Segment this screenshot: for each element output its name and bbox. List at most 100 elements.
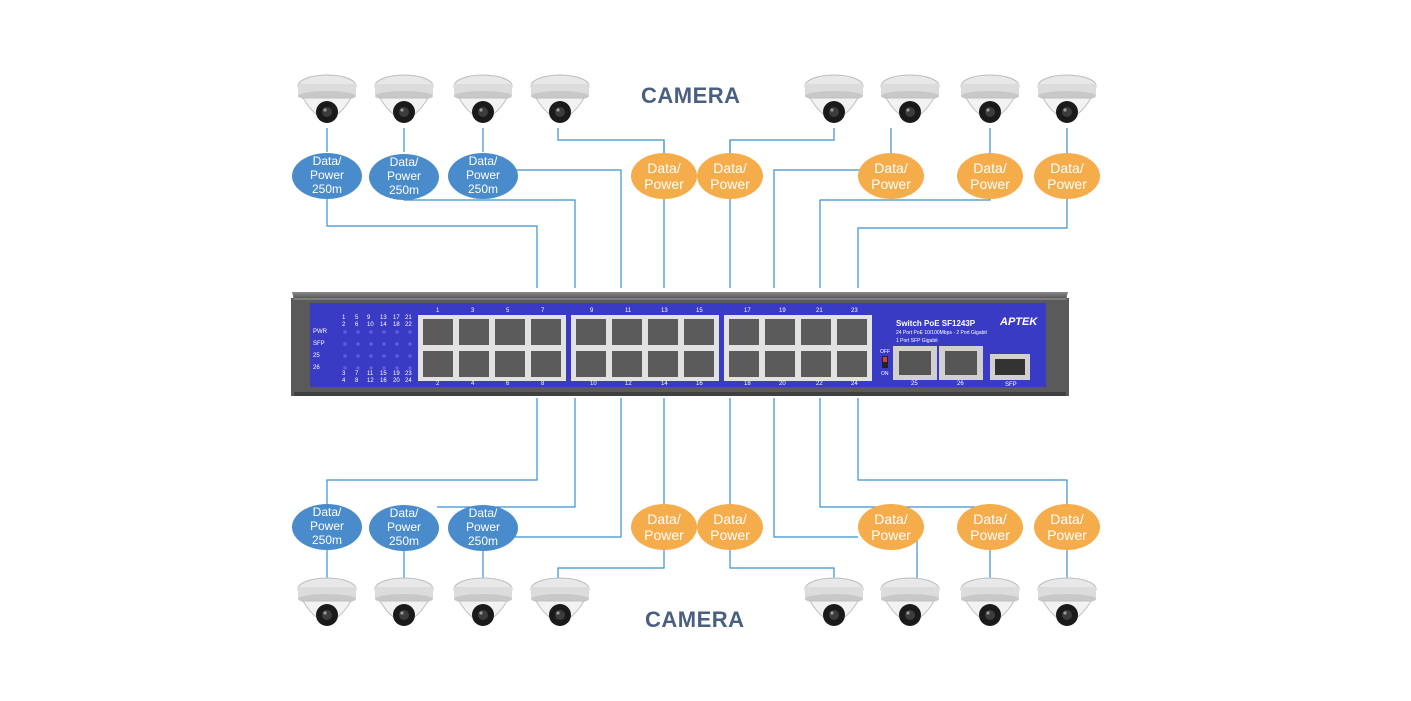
led-label: 25	[313, 353, 320, 359]
badge-text: Data/	[389, 506, 419, 521]
led-number: 17	[393, 315, 400, 321]
badge-text: Power	[644, 176, 684, 192]
port-number-bottom: 6	[506, 381, 510, 387]
badge-text: Power	[970, 176, 1010, 192]
status-led	[408, 330, 412, 334]
status-led	[356, 342, 360, 346]
badge-text: Data/	[647, 159, 681, 176]
badge-text: Data/	[713, 510, 747, 527]
port-number-top: 11	[625, 308, 632, 314]
camera-title-bottom: CAMERA	[645, 607, 745, 632]
badge-text: Power	[710, 527, 750, 543]
badge-text: Power	[871, 527, 911, 543]
led-number: 1	[342, 315, 346, 321]
rj45-port	[801, 319, 831, 345]
port-number-bottom: 22	[816, 381, 823, 387]
rj45-port	[531, 319, 561, 345]
badge-text: Data/	[647, 510, 681, 527]
dome-camera-icon	[453, 577, 513, 635]
port-number-top: 3	[471, 308, 475, 314]
port-number-top: 1	[436, 308, 440, 314]
badge-text: Data/	[389, 155, 419, 170]
rj45-port	[576, 351, 606, 377]
status-led	[395, 366, 399, 370]
port-number-top: 17	[744, 308, 751, 314]
port-number-bottom: 14	[661, 381, 668, 387]
led-number: 12	[367, 378, 374, 384]
led-number: 9	[367, 315, 371, 321]
switch-spec-2: 1 Port SFP Gigabit	[896, 338, 938, 344]
badge-text: Power	[465, 168, 500, 183]
port-number-top: 7	[541, 308, 545, 314]
led-label: PWR	[313, 329, 327, 335]
led-label: SFP	[313, 341, 325, 347]
dome-camera-icon	[880, 577, 940, 635]
dome-camera-icon	[297, 74, 357, 132]
brand-logo: APTEK	[1000, 316, 1038, 328]
badge-text: 250m	[388, 182, 420, 197]
rj45-port	[531, 351, 561, 377]
port-number-top: 23	[851, 308, 858, 314]
status-led	[343, 354, 347, 358]
badge-text: 250m	[467, 533, 499, 548]
badge-text: 250m	[311, 181, 343, 196]
data-power-badge: Data/Power	[957, 153, 1023, 199]
led-number: 22	[405, 322, 412, 328]
led-label: 26	[313, 365, 320, 371]
data-power-badge: Data/Power	[1034, 504, 1100, 550]
badge-text: Power	[970, 527, 1010, 543]
rj45-port	[648, 319, 678, 345]
on-label: ON	[881, 371, 889, 377]
badge-text: Power	[1047, 176, 1087, 192]
switch-model: Switch PoE SF1243P	[896, 319, 976, 328]
status-led	[369, 342, 373, 346]
status-led	[395, 342, 399, 346]
off-label: OFF	[880, 349, 890, 355]
port-number-bottom: 8	[541, 381, 545, 387]
led-number: 20	[393, 378, 400, 384]
port-number-top: 15	[696, 308, 703, 314]
status-led	[395, 354, 399, 358]
data-power-badge: Data/Power	[697, 504, 763, 550]
status-led	[369, 354, 373, 358]
badge-text: Data/	[973, 159, 1007, 176]
data-power-badge: Data/Power	[957, 504, 1023, 550]
led-number: 23	[405, 371, 412, 377]
data-power-badge: Data/Power	[631, 153, 697, 199]
status-led	[356, 330, 360, 334]
badge-text: Power	[309, 168, 344, 183]
rj45-port	[423, 351, 453, 377]
rj45-port	[648, 351, 678, 377]
led-number: 11	[367, 371, 374, 377]
status-led	[369, 366, 373, 370]
rj45-port	[765, 319, 795, 345]
dome-camera-icon	[530, 577, 590, 635]
dome-camera-icon	[880, 74, 940, 132]
badge-text: Data/	[874, 159, 908, 176]
badge-text: 250m	[311, 532, 343, 547]
dome-camera-icon	[1037, 74, 1097, 132]
data-power-badge: Data/Power	[858, 504, 924, 550]
led-number: 2	[342, 322, 346, 328]
badge-text: Data/	[468, 154, 498, 169]
rj45-port	[684, 351, 714, 377]
port-number-bottom: 16	[696, 381, 703, 387]
data-power-badge: Data/Power	[858, 153, 924, 199]
port-number-top: 13	[661, 308, 668, 314]
rj45-port	[729, 319, 759, 345]
status-led	[382, 366, 386, 370]
badge-text: Power	[1047, 527, 1087, 543]
rj45-port	[423, 319, 453, 345]
dome-camera-icon	[530, 74, 590, 132]
badge-text: Data/	[312, 505, 342, 520]
port-number-bottom: 2	[436, 381, 440, 387]
led-number: 19	[393, 371, 400, 377]
port-number-top: 9	[590, 308, 594, 314]
rj45-port	[765, 351, 795, 377]
